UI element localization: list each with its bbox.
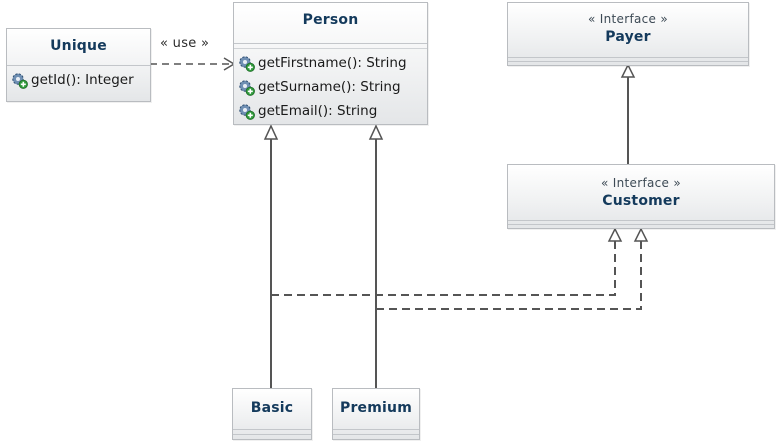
basic-realization-arrowhead: [607, 227, 623, 242]
operation-item[interactable]: getFirstname(): String: [238, 51, 427, 75]
compartment-divider: [233, 429, 311, 430]
class-basic[interactable]: Basic: [232, 388, 312, 440]
attributes-compartment: [234, 43, 427, 44]
class-unique[interactable]: Unique getId(): Integer: [6, 28, 151, 102]
public-method-gear-icon: [239, 79, 255, 96]
class-name: Person: [302, 12, 359, 28]
operation-item[interactable]: getSurname(): String: [238, 75, 427, 99]
public-method-gear-icon: [12, 72, 28, 89]
class-premium[interactable]: Premium: [332, 388, 420, 440]
class-header: « Interface » Payer: [508, 3, 748, 45]
basic-generalization-arrowhead: [263, 124, 279, 140]
premium-realization-arrowhead: [633, 227, 649, 242]
interface-stereotype: « Interface »: [601, 176, 681, 190]
class-header: « Interface » Customer: [508, 165, 774, 209]
compartment-divider: [508, 220, 774, 221]
use-dependency-label: « use »: [160, 36, 210, 51]
compartment-divider: [233, 434, 311, 435]
premium-generalization-arrowhead: [368, 124, 384, 140]
compartment-divider: [333, 429, 419, 430]
public-method-gear-icon: [239, 55, 255, 72]
class-name: Basic: [250, 400, 294, 416]
interface-stereotype: « Interface »: [588, 12, 668, 26]
operation-signature: getSurname(): String: [258, 79, 401, 95]
compartment-divider: [333, 434, 419, 435]
compartment-divider: [508, 57, 748, 58]
compartment-divider: [508, 61, 748, 62]
class-name: Payer: [605, 29, 651, 45]
class-name: Premium: [339, 400, 412, 416]
class-name: Customer: [602, 193, 680, 209]
public-method-gear-icon: [239, 103, 255, 120]
interface-customer[interactable]: « Interface » Customer: [507, 164, 775, 229]
operation-signature: getFirstname(): String: [258, 55, 407, 71]
operations-compartment: getFirstname(): String getSurname(): Str…: [234, 48, 427, 123]
compartment-divider: [508, 224, 774, 225]
payer-generalization-arrowhead: [620, 63, 636, 78]
basic-realization-line: [271, 241, 616, 296]
operation-item[interactable]: getId(): Integer: [11, 68, 150, 92]
operation-item[interactable]: getEmail(): String: [238, 99, 427, 123]
operation-signature: getId(): Integer: [31, 72, 134, 88]
class-person[interactable]: Person getFirstname(): String: [233, 2, 428, 125]
operations-compartment: getId(): Integer: [7, 65, 150, 92]
premium-realization-line: [376, 241, 642, 310]
operation-signature: getEmail(): String: [258, 103, 378, 119]
interface-payer[interactable]: « Interface » Payer: [507, 2, 749, 66]
class-name: Unique: [50, 38, 107, 54]
